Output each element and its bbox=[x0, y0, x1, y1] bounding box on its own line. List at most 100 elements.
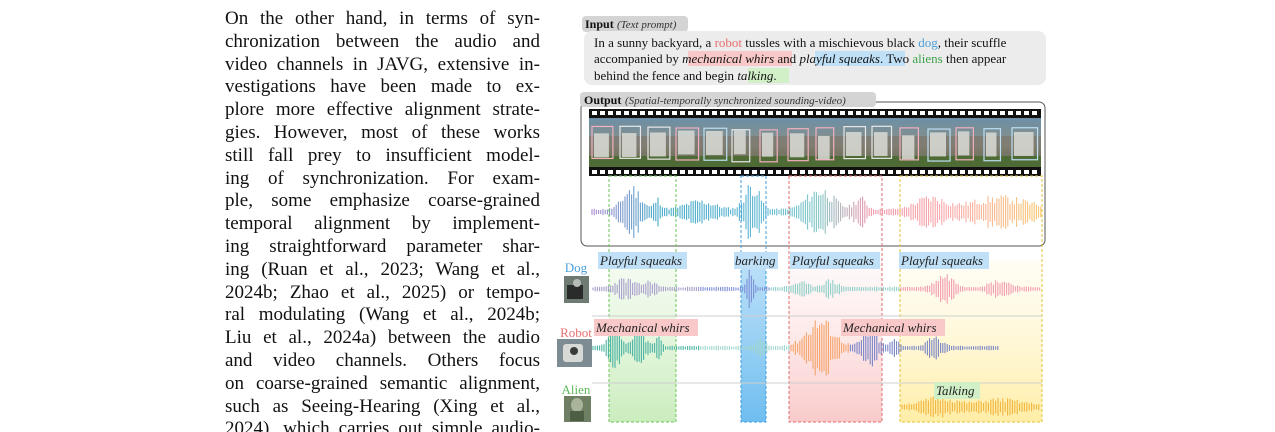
body-text-column: On the other hand, in terms of syn- chro… bbox=[225, 8, 540, 432]
film-hole bbox=[720, 170, 725, 174]
body-text-line: ple, some emphasize coarse-grained bbox=[225, 190, 540, 212]
film-hole bbox=[672, 111, 677, 115]
character-figure bbox=[930, 132, 947, 157]
film-hole bbox=[688, 170, 693, 174]
film-hole bbox=[808, 170, 813, 174]
film-hole bbox=[776, 111, 781, 115]
bbox bbox=[871, 125, 893, 159]
film-hole bbox=[976, 111, 981, 115]
character-figure bbox=[874, 132, 888, 157]
event-tag-bg bbox=[594, 319, 698, 336]
guide-yellow bbox=[899, 175, 1043, 423]
film-hole bbox=[880, 111, 885, 115]
film-hole bbox=[760, 170, 765, 174]
prompt-line-3: behind the fence and begin talking. bbox=[594, 68, 777, 83]
body-text-line: video channels in JAVG, extensive in- bbox=[225, 53, 540, 75]
film-hole bbox=[1032, 111, 1037, 115]
film-hole bbox=[656, 111, 661, 115]
film-hole bbox=[856, 111, 861, 115]
teaser-figure: Input (Text prompt) In a sunny backyard,… bbox=[557, 16, 1046, 423]
film-hole bbox=[624, 111, 629, 115]
film-hole bbox=[864, 111, 869, 115]
film-hole bbox=[768, 170, 773, 174]
film-hole bbox=[912, 111, 917, 115]
film-hole bbox=[880, 170, 885, 174]
film-hole bbox=[624, 170, 629, 174]
prompt-line-1: In a sunny backyard, a robot tussles wit… bbox=[594, 35, 1007, 50]
dog-audio-track bbox=[592, 269, 1041, 309]
film-hole bbox=[872, 170, 877, 174]
band-playful-squeaks-1 bbox=[609, 260, 676, 422]
body-text-line: Liu et al., 2024a) between the audio bbox=[225, 327, 540, 349]
alien-thumb-body bbox=[570, 411, 584, 421]
bbox bbox=[843, 126, 867, 160]
film-hole bbox=[1000, 111, 1005, 115]
guide-green bbox=[608, 175, 677, 423]
output-sublabel: (Spatial-temporally synchronized soundin… bbox=[625, 95, 846, 107]
film-hole bbox=[672, 170, 677, 174]
film-hole bbox=[936, 111, 941, 115]
talking-highlight bbox=[748, 68, 789, 83]
grass-band bbox=[589, 156, 1041, 167]
film-hole bbox=[792, 111, 797, 115]
film-hole bbox=[816, 111, 821, 115]
dog-thumb-head bbox=[573, 279, 581, 287]
film-hole bbox=[688, 111, 693, 115]
film-hole bbox=[848, 170, 853, 174]
character-figure bbox=[594, 133, 609, 158]
event-tag-mechanical-whirs: Mechanical whirs bbox=[842, 320, 937, 335]
film-hole bbox=[952, 111, 957, 115]
body-text-line: ral modulating (Wang et al., 2024b; bbox=[225, 304, 540, 326]
film-hole bbox=[600, 111, 605, 115]
body-text-line: vestigations have been made to ex- bbox=[225, 76, 540, 98]
body-text-line: ing of synchronization. For exam- bbox=[225, 167, 540, 189]
bbox bbox=[703, 127, 728, 161]
film-perforations bbox=[592, 111, 1037, 174]
film-hole bbox=[1024, 170, 1029, 174]
body-text-line: and video channels. Others focus bbox=[225, 349, 540, 371]
event-tag-bg bbox=[841, 319, 945, 336]
film-hole bbox=[616, 111, 621, 115]
film-hole bbox=[1008, 170, 1013, 174]
film-hole bbox=[640, 170, 645, 174]
film-hole bbox=[752, 170, 757, 174]
film-hole bbox=[800, 170, 805, 174]
character-figure bbox=[958, 131, 970, 156]
film-hole bbox=[960, 111, 965, 115]
film-hole bbox=[784, 111, 789, 115]
film-hole bbox=[920, 111, 925, 115]
film-hole bbox=[744, 170, 749, 174]
bbox bbox=[899, 127, 919, 161]
film-hole bbox=[904, 170, 909, 174]
robot-thumb-eye bbox=[570, 347, 578, 355]
body-text-line: ing straightforward parameter shar- bbox=[225, 235, 540, 257]
bbox bbox=[759, 129, 778, 163]
film-hole bbox=[832, 170, 837, 174]
body-text-line: ing (Ruan et al., 2023; Wang et al., bbox=[225, 258, 540, 280]
film-hole bbox=[896, 111, 901, 115]
film-hole bbox=[872, 111, 877, 115]
input-label-box bbox=[582, 16, 688, 32]
alien-audio-track bbox=[901, 396, 1040, 418]
film-hole bbox=[592, 111, 597, 115]
event-tag-bg bbox=[934, 382, 980, 399]
film-hole bbox=[664, 111, 669, 115]
bbox bbox=[927, 128, 951, 162]
output-audio-waveform bbox=[591, 185, 1042, 239]
bbox bbox=[1011, 127, 1039, 161]
film-hole bbox=[944, 170, 949, 174]
film-hole bbox=[760, 111, 765, 115]
character-figure bbox=[846, 131, 862, 156]
film-hole bbox=[864, 170, 869, 174]
film-hole bbox=[1000, 170, 1005, 174]
dog-thumb-shape bbox=[567, 285, 583, 299]
input-sublabel: (Text prompt) bbox=[617, 19, 677, 31]
film-hole bbox=[608, 111, 613, 115]
bbox bbox=[647, 126, 671, 160]
film-hole bbox=[712, 111, 717, 115]
film-hole bbox=[1008, 111, 1013, 115]
event-tag-mechanical-whirs: Mechanical whirs bbox=[595, 320, 690, 335]
film-hole bbox=[920, 170, 925, 174]
event-tag-bg bbox=[790, 252, 880, 269]
